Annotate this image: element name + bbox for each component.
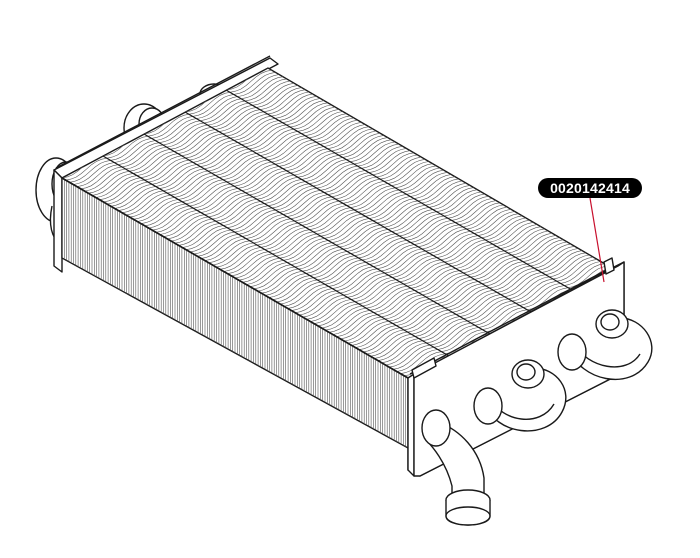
part-number-label: 0020142414 — [538, 178, 642, 198]
top-fin-line — [310, 211, 515, 322]
top-fin-line — [84, 80, 291, 192]
top-fin-line — [219, 159, 426, 270]
top-fin-line — [234, 167, 441, 279]
top-fin-line — [69, 72, 276, 183]
top-fin-line — [99, 89, 306, 200]
top-fin-line — [283, 196, 489, 307]
top-fin-line — [366, 243, 571, 355]
top-fin-line — [253, 178, 459, 290]
top-fin-line — [110, 96, 317, 207]
top-fin-line — [374, 248, 579, 359]
top-fin-line — [186, 139, 392, 250]
top-fin-line — [223, 161, 429, 272]
top-fin-line — [189, 141, 396, 253]
top-fin-line — [182, 137, 388, 248]
top-fin-line — [359, 239, 564, 350]
top-fin-line — [261, 182, 467, 294]
top-fin-line — [118, 100, 325, 211]
top-fin-line — [148, 117, 355, 229]
top-fin-line — [144, 115, 351, 227]
top-fin-line — [317, 215, 523, 327]
top-fin-line — [351, 235, 556, 346]
top-fin-line — [80, 78, 287, 190]
top-fin-line — [249, 176, 456, 287]
top-fin-line — [332, 224, 538, 335]
top-fin-line — [325, 219, 530, 331]
top-fin-line — [291, 200, 497, 311]
top-fin-line — [163, 126, 370, 237]
top-fin-line — [381, 252, 586, 364]
top-fin-line — [193, 143, 399, 255]
top-fin-line — [392, 259, 598, 370]
top-fin-line — [295, 202, 500, 314]
top-fin-line — [103, 91, 310, 203]
top-fin-line — [159, 124, 366, 235]
top-fin-line — [287, 198, 493, 309]
top-fin-line — [385, 254, 590, 366]
top-fin-line — [400, 263, 605, 374]
top-fin-line — [137, 111, 343, 222]
top-fin-line — [238, 169, 444, 281]
top-fin-line — [231, 165, 437, 277]
top-fin-line — [73, 74, 280, 185]
top-fin-line — [302, 206, 508, 318]
top-fin-line — [377, 250, 583, 361]
top-fin-line — [152, 119, 358, 231]
top-fin-line — [65, 69, 272, 181]
top-fin-line — [174, 132, 381, 244]
top-fin-line — [328, 222, 534, 333]
top-fin-line — [313, 213, 519, 324]
top-fin-line — [178, 135, 384, 246]
top-fin-line — [227, 163, 433, 274]
top-fin-line — [197, 146, 403, 257]
top-fin-line — [167, 128, 373, 240]
top-fin-line — [76, 76, 284, 187]
top-fin-line — [276, 191, 482, 303]
top-fin-line — [268, 187, 474, 298]
top-fin-line — [336, 226, 542, 337]
top-fin-line — [129, 106, 336, 218]
top-fin-line — [246, 174, 452, 285]
top-fin-line — [404, 265, 609, 377]
u-bend-pipes — [421, 309, 653, 526]
top-fin-line — [362, 241, 568, 353]
top-fin-line — [140, 113, 347, 224]
top-fin-line — [122, 102, 328, 214]
top-fin-line — [389, 256, 594, 368]
top-fin-line — [92, 85, 298, 196]
top-fin-line — [340, 228, 545, 340]
top-fin-line — [95, 87, 302, 198]
top-fin-line — [347, 232, 553, 344]
top-fin-line — [298, 204, 504, 316]
top-fin-line — [370, 246, 575, 357]
top-fin-line — [257, 180, 463, 292]
top-fin-line — [204, 150, 411, 261]
top-fin-line — [355, 237, 560, 348]
top-fin-line — [265, 185, 470, 296]
top-fin-line — [280, 193, 485, 305]
top-fin-line — [212, 154, 418, 266]
top-fin-line — [171, 130, 377, 242]
top-fin-line — [155, 122, 362, 233]
top-fin-line — [242, 172, 448, 283]
top-fin-line — [344, 230, 549, 342]
top-fin-line — [396, 261, 601, 372]
top-fin-line — [107, 93, 313, 205]
top-fin-line — [272, 189, 478, 300]
top-fin-line — [321, 217, 527, 329]
fin-block-front — [61, 176, 409, 450]
top-fin-line — [133, 109, 340, 220]
top-fin-line — [114, 98, 321, 209]
top-fin-line — [208, 152, 414, 264]
top-fin-line — [306, 209, 512, 320]
top-fin-line — [125, 104, 332, 216]
top-fin-line — [88, 82, 295, 194]
callout-leader-line — [589, 197, 605, 283]
top-fin-line — [216, 156, 422, 268]
top-fin-line — [201, 148, 407, 259]
left-end-plate — [53, 55, 279, 273]
